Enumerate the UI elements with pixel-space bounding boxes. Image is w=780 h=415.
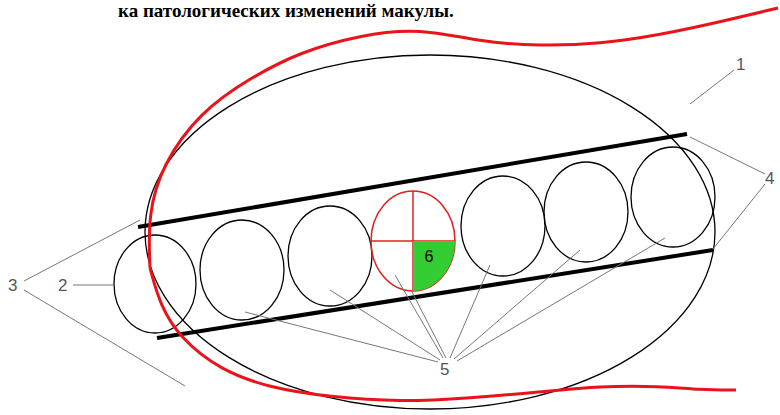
callout-number: 1 [736, 56, 745, 73]
zone-ellipse [461, 176, 545, 276]
leader-line [24, 220, 140, 281]
contour-line [150, 268, 736, 401]
leader-line [690, 137, 765, 174]
leader-line [454, 250, 580, 359]
zone-ellipse [544, 162, 628, 262]
green-sector [413, 241, 455, 291]
leader-line [690, 70, 734, 104]
lesion-sector: 6 [413, 241, 455, 291]
callout-number: 5 [440, 361, 449, 378]
leader-line [713, 184, 765, 249]
selected-ellipse [371, 191, 455, 291]
macula-outline [145, 55, 715, 409]
leader-line [450, 265, 490, 358]
callout-number: 4 [765, 170, 774, 187]
callout-number: 2 [58, 277, 67, 294]
sector-number: 6 [425, 249, 434, 265]
contour-line [149, 8, 778, 268]
leader-line [412, 292, 446, 358]
zone-ellipse [288, 206, 372, 306]
heading-text: ка патологических изменений макулы. [118, 1, 454, 20]
sector-shape [413, 241, 455, 291]
leader-line [73, 285, 113, 286]
zone-ellipse [631, 147, 715, 247]
leader-line [245, 312, 438, 362]
zone-ellipse [200, 220, 284, 320]
leader-line [457, 238, 665, 361]
callout-number: 3 [8, 277, 17, 294]
